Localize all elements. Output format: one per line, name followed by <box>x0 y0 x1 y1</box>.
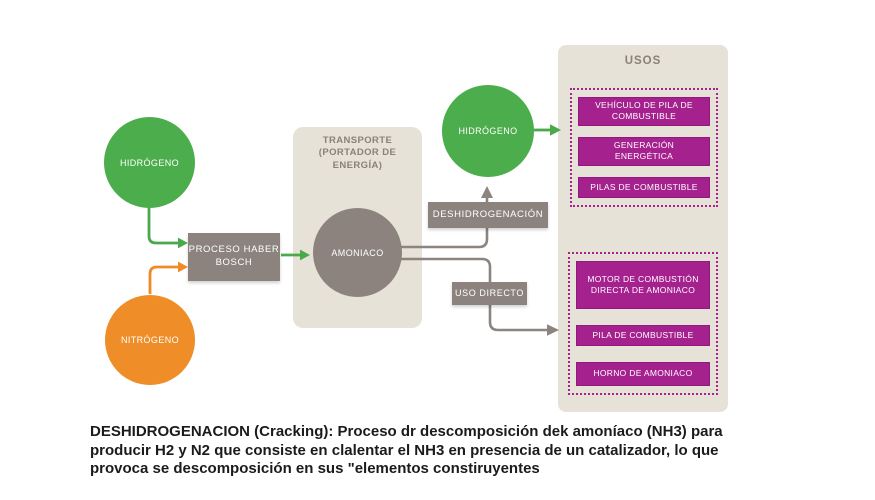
use-box-ammonia-combustion-engine: MOTOR DE COMBUSTIÓN DIRECTA DE AMONIACO <box>576 261 710 309</box>
dehydrogenation-box: DESHIDROGENACIÓN <box>428 202 548 228</box>
use-box-fuel-cells: PILAS DE COMBUSTIBLE <box>578 177 710 198</box>
ammonia-node: AMONIACO <box>313 208 402 297</box>
transport-panel-title: TRANSPORTE (PORTADOR DE ENERGÍA) <box>318 135 397 171</box>
arrow-nitrogen-to-haber <box>148 265 179 294</box>
hydrogen-source-label: HIDRÓGENO <box>119 157 180 168</box>
ammonia-label: AMONIACO <box>331 247 384 258</box>
arrow-hydrogen-to-haber <box>147 207 179 245</box>
dehydrogenation-label: DESHIDROGENACIÓN <box>432 208 544 220</box>
direct-use-label: USO DIRECTO <box>455 288 524 299</box>
usos-panel-title: USOS <box>624 55 662 67</box>
arrowhead-nitrogen-to-haber <box>178 261 188 273</box>
use-box-energy-generation: GENERACIÓN ENERGÉTICA <box>578 137 710 166</box>
direct-use-box: USO DIRECTO <box>452 282 527 305</box>
use-box-fuel-cell: PILA DE COMBUSTIBLE <box>576 325 710 346</box>
arrowhead-haber-to-ammonia <box>300 249 310 261</box>
haber-bosch-label: PROCESO HABER BOSCH <box>188 244 280 268</box>
hydrogen-source-node: HIDRÓGENO <box>104 117 195 208</box>
hydrogen-output-label: HIDRÓGENO <box>458 126 518 136</box>
nitrogen-source-label: NITRÓGENO <box>120 335 180 345</box>
arrowhead-ammonia-to-hydrogen <box>481 186 493 198</box>
use-box-ammonia-furnace: HORNO DE AMONIACO <box>576 362 710 386</box>
use-box-vehicle-fuel-cell: VEHÍCULO DE PILA DE COMBUSTIBLE <box>578 97 710 126</box>
arrow-ammonia-to-hydrogen <box>399 198 489 249</box>
ammonia-uses-group: MOTOR DE COMBUSTIÓN DIRECTA DE AMONIACO … <box>568 252 718 395</box>
caption-line-1: DESHIDROGENACION (Cracking): Proceso dr … <box>90 423 723 440</box>
caption-line-2: producir H2 y N2 que consiste en clalent… <box>90 441 719 459</box>
arrowhead-hydrogen-to-uses <box>550 124 561 136</box>
nitrogen-source-node: NITRÓGENO <box>105 295 195 385</box>
arrowhead-ammonia-to-uses <box>547 324 559 336</box>
arrowhead-hydrogen-to-haber <box>178 237 188 249</box>
caption-text: DESHIDROGENACION (Cracking): Proceso dr … <box>90 423 770 479</box>
hydrogen-output-node: HIDRÓGENO <box>442 85 534 177</box>
hydrogen-uses-group: VEHÍCULO DE PILA DE COMBUSTIBLE GENERACI… <box>570 88 718 207</box>
caption-line-3: provoca se descomposición en sus "elemen… <box>90 460 540 477</box>
haber-bosch-process-box: PROCESO HABER BOSCH <box>188 233 280 281</box>
